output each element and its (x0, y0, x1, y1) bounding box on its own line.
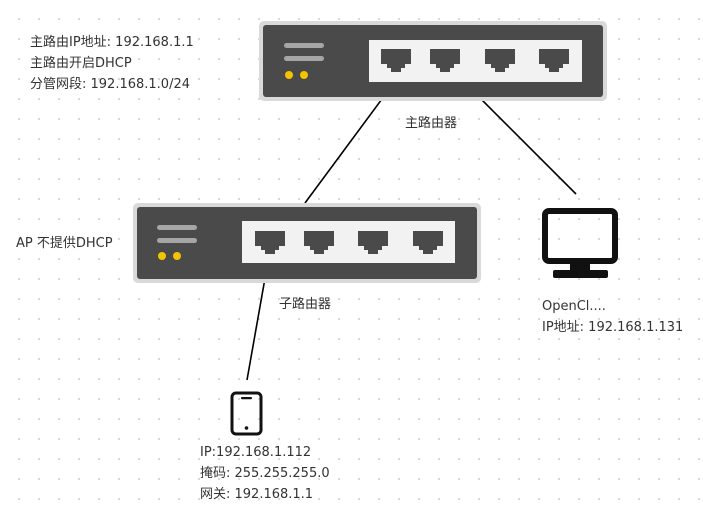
ethernet-port-icon (539, 49, 569, 72)
led-icon (285, 71, 293, 79)
ethernet-port-icon (255, 231, 285, 254)
sub-router-icon (133, 203, 481, 283)
ethernet-port-icon (413, 231, 443, 254)
led-icon (158, 252, 166, 260)
ethernet-port-icon (485, 49, 515, 72)
sub-router-label: 子路由器 (279, 296, 331, 312)
computer-info-line: IP地址: 192.168.1.131 (542, 320, 683, 335)
ethernet-port-icon (358, 231, 388, 254)
ethernet-port-icon (381, 49, 411, 72)
main-router-info-line: 主路由开启DHCP (30, 55, 132, 71)
phone-info-line: IP:192.168.1.112 (200, 445, 311, 460)
monitor-icon (542, 208, 618, 278)
computer-info-line: OpenCl.... (542, 299, 606, 314)
ethernet-port-icon (304, 231, 334, 254)
phone-info-line: 掩码: 255.255.255.0 (200, 466, 330, 481)
phone-info-line: 网关: 192.168.1.1 (200, 487, 313, 502)
ethernet-port-icon (430, 49, 460, 72)
led-icon (173, 252, 181, 260)
led-icon (300, 71, 308, 79)
main-router-label: 主路由器 (405, 115, 457, 131)
sub-router-info-line: AP 不提供DHCP (16, 235, 113, 251)
main-router-icon (259, 21, 607, 101)
main-router-info-line: 分管网段: 192.168.1.0/24 (30, 77, 190, 92)
main-router-info-line: 主路由IP地址: 192.168.1.1 (30, 34, 194, 50)
smartphone-icon (230, 391, 263, 436)
